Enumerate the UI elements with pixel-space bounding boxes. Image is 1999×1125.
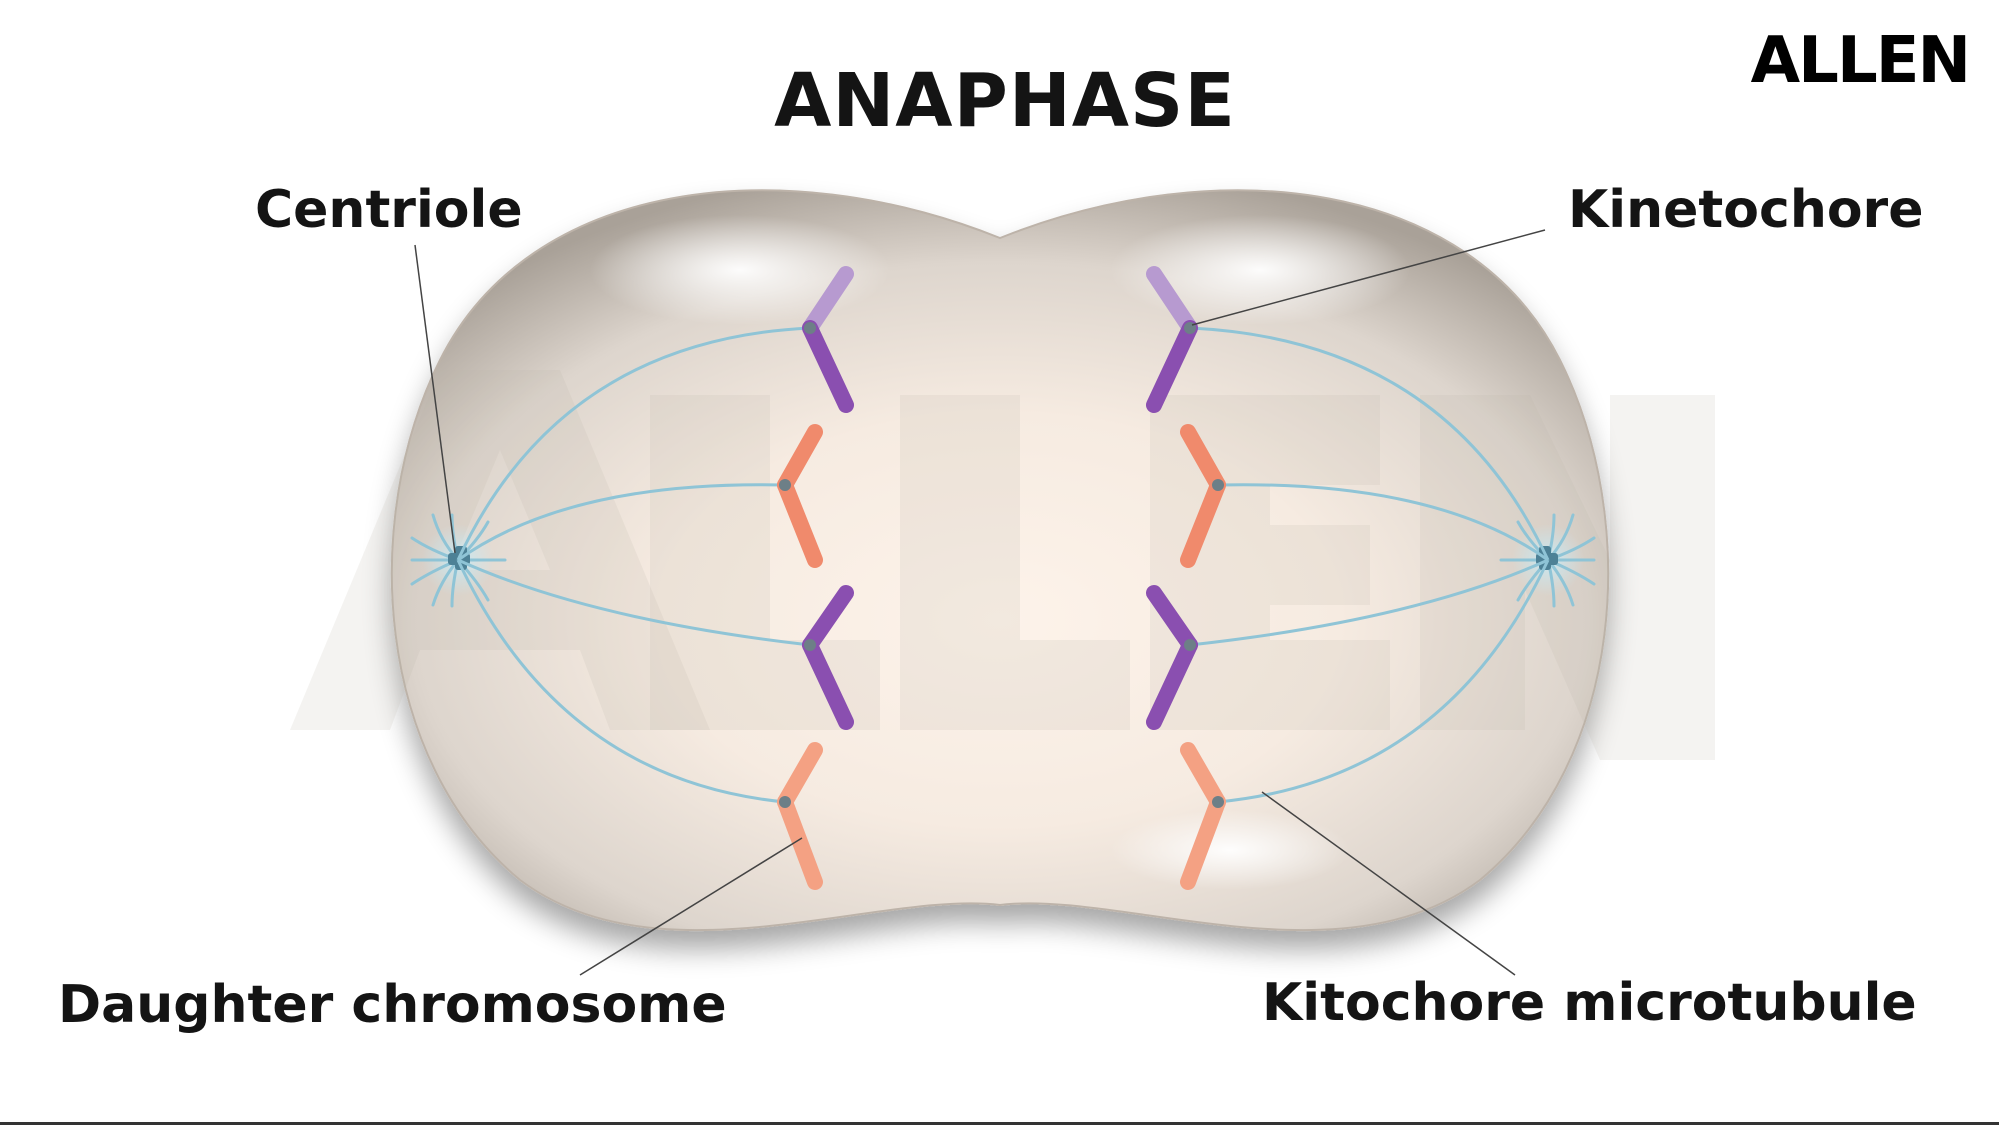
diagram-title: ANAPHASE bbox=[774, 58, 1236, 144]
leader-lines bbox=[414, 229, 1546, 976]
leader-kitochore-microtubule bbox=[1261, 791, 1516, 976]
chromosome-left-1 bbox=[802, 266, 854, 413]
leader-daughter-chromosome bbox=[579, 837, 803, 976]
chromosome-left-4 bbox=[777, 742, 823, 890]
label-kitochore-microtubule: Kitochore microtubule bbox=[1262, 973, 1917, 1033]
chromosome-left-3 bbox=[802, 585, 854, 730]
cell-highlight bbox=[1110, 215, 1410, 325]
label-centriole: Centriole bbox=[255, 180, 523, 240]
cell-highlight bbox=[590, 215, 890, 325]
centriole-right bbox=[1499, 513, 1596, 608]
cell-highlight bbox=[1110, 810, 1350, 890]
spindle-fibers bbox=[456, 326, 1550, 804]
chromosome-right-2 bbox=[1180, 424, 1226, 568]
bottom-rule bbox=[0, 1122, 1999, 1125]
cell-membrane bbox=[390, 189, 1610, 932]
chromosome-right-4 bbox=[1180, 742, 1226, 890]
chromosome-left-2 bbox=[777, 424, 823, 568]
chromosome-right-3 bbox=[1146, 585, 1198, 730]
label-daughter-chromosome: Daughter chromosome bbox=[58, 975, 727, 1035]
leader-kinetochore bbox=[1191, 229, 1546, 326]
brand-logo: ALLEN bbox=[1750, 24, 1971, 98]
leader-centriole bbox=[414, 244, 456, 554]
label-kinetochore: Kinetochore bbox=[1568, 180, 1924, 240]
